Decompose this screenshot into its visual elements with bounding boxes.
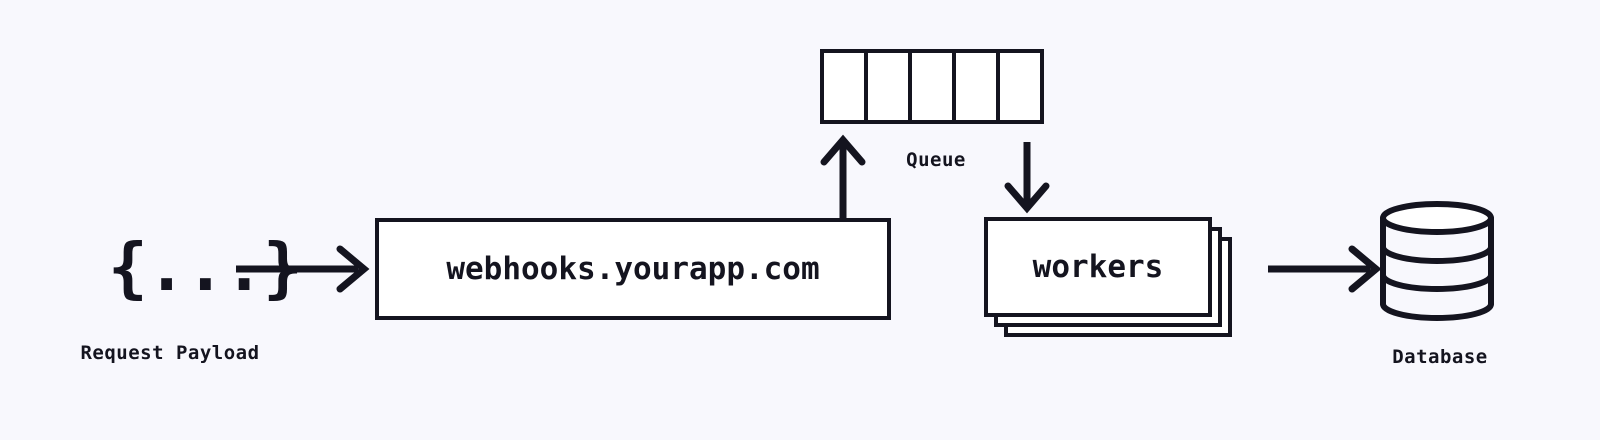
workers-stack[interactable]: workers xyxy=(984,217,1232,337)
database-icon[interactable] xyxy=(1378,200,1496,322)
request-payload-icon: {...} xyxy=(108,229,303,306)
queue-cell xyxy=(868,53,912,120)
arrow-webhooks-to-queue-icon xyxy=(820,134,866,218)
workers-label: workers xyxy=(1032,249,1164,285)
queue-label: Queue xyxy=(906,149,966,171)
webhooks-endpoint-label: webhooks.yourapp.com xyxy=(446,251,820,287)
database-label: Database xyxy=(1392,346,1488,368)
arrow-workers-to-database-icon xyxy=(1268,245,1382,293)
arrow-queue-to-workers-icon xyxy=(1004,142,1050,214)
arrow-payload-to-webhooks-icon xyxy=(236,245,370,293)
workers-stack-sheet xyxy=(984,217,1212,317)
request-payload-label: Request Payload xyxy=(80,342,260,364)
queue-cell xyxy=(1000,53,1040,120)
queue-cell xyxy=(912,53,956,120)
database-cylinder-shape xyxy=(1380,201,1494,321)
queue-box[interactable] xyxy=(820,49,1044,124)
queue-cell xyxy=(824,53,868,120)
webhooks-endpoint-box[interactable]: webhooks.yourapp.com xyxy=(375,218,891,320)
queue-cell xyxy=(956,53,1000,120)
